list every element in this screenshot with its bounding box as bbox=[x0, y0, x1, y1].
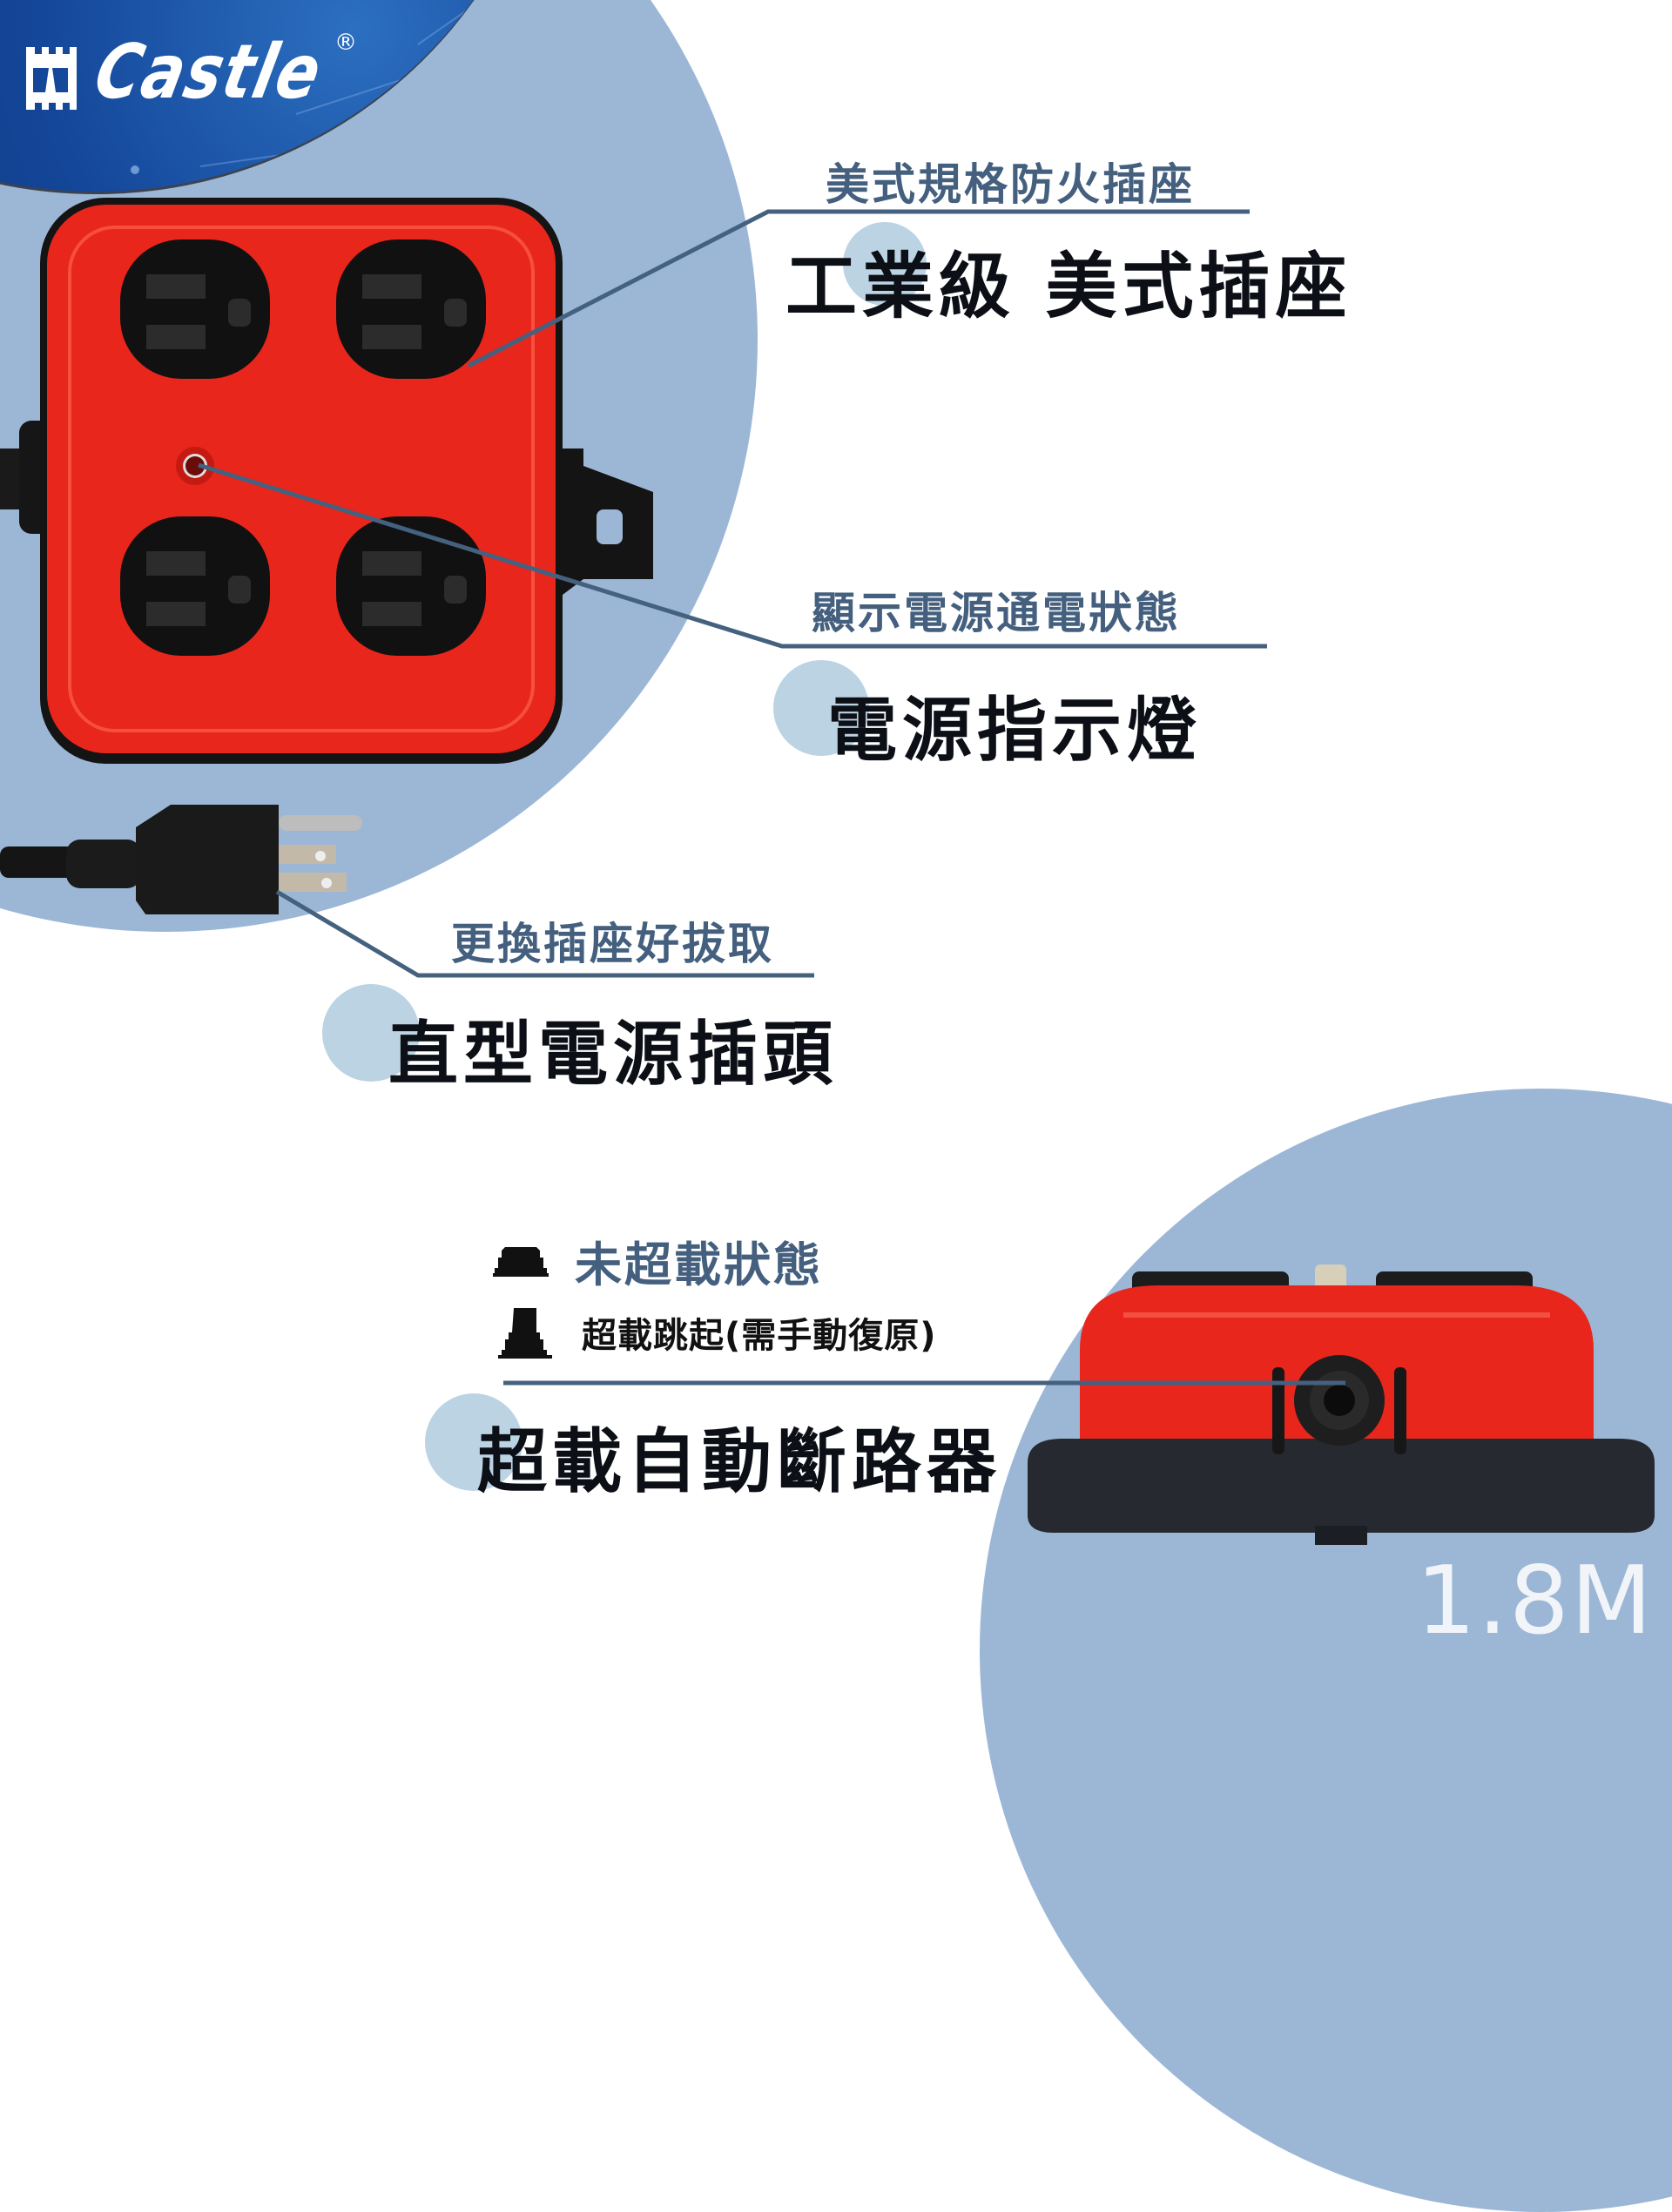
power-strip-top-view bbox=[0, 187, 679, 779]
power-strip-side-view bbox=[1028, 1254, 1655, 1550]
breaker-pressed-icon bbox=[493, 1244, 549, 1278]
feature-title: 直型電源插頭 bbox=[388, 1014, 838, 1095]
feature-title: 工業級 美式插座 bbox=[785, 246, 1352, 328]
feature-subtitle: 顯示電源通電狀態 bbox=[812, 588, 1181, 638]
straight-power-plug bbox=[0, 775, 383, 918]
accent-dot bbox=[843, 222, 927, 306]
castle-logo: Castle bbox=[26, 29, 361, 116]
leader-lines bbox=[198, 209, 1345, 1386]
legend-row-normal: 未超載狀態 bbox=[493, 1226, 823, 1295]
castle-tower-icon bbox=[26, 47, 77, 110]
breaker-tripped-icon bbox=[496, 1306, 552, 1359]
feature-title: 超載自動斷路器 bbox=[477, 1421, 1001, 1502]
feature-title: 電源指示燈 bbox=[827, 690, 1202, 771]
accent-dot bbox=[322, 984, 420, 1082]
registered-mark: ® bbox=[334, 30, 357, 56]
legend-row-tripped: 超載跳起(需手動復原) bbox=[496, 1306, 937, 1359]
feature-subtitle: 美式規格防火插座 bbox=[826, 159, 1195, 210]
legend-label-normal: 未超載狀態 bbox=[575, 1238, 823, 1292]
feature-subtitle: 更換插座好拔取 bbox=[451, 919, 774, 969]
cable-length-label: 1.8M bbox=[1416, 1547, 1654, 1656]
accent-dot bbox=[773, 660, 869, 756]
legend-label-tripped: 超載跳起(需手動復原) bbox=[582, 1316, 937, 1356]
accent-dot bbox=[425, 1393, 522, 1491]
